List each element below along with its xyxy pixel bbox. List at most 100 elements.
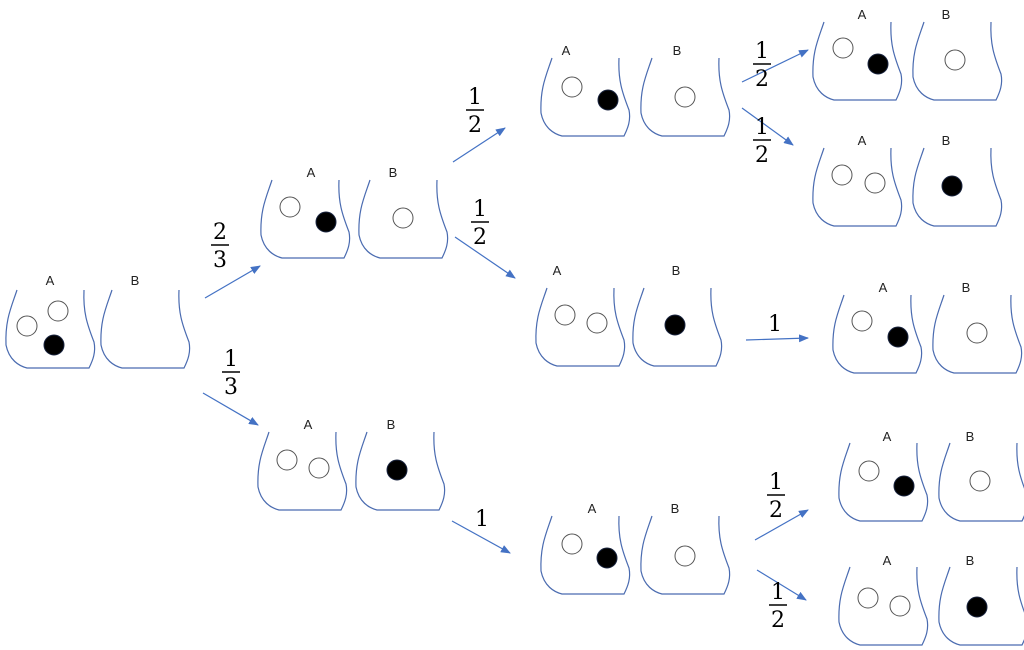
white-ball xyxy=(831,164,853,186)
cup-a: A xyxy=(540,43,631,137)
arrow xyxy=(451,520,511,554)
cup-outline xyxy=(832,294,923,374)
arrow xyxy=(756,569,807,601)
black-ball xyxy=(596,547,618,569)
white-ball xyxy=(47,300,69,322)
white-ball xyxy=(554,304,576,326)
cup-outline xyxy=(540,57,631,137)
cup-label: A xyxy=(588,501,597,516)
arrow xyxy=(452,127,506,163)
probability-denominator: 2 xyxy=(468,113,482,138)
cup-label: B xyxy=(389,165,398,180)
edge-n3-n6: 12 xyxy=(741,39,809,92)
edge-n1-n3: 12 xyxy=(452,85,506,163)
cup-a: A xyxy=(812,7,903,101)
cup-outline xyxy=(912,147,1003,227)
probability-denominator: 2 xyxy=(769,498,783,523)
black-ball xyxy=(315,211,337,233)
cup-b: B xyxy=(358,165,449,259)
cup-outline xyxy=(838,442,929,522)
cup-a: A xyxy=(535,263,626,367)
black-ball xyxy=(867,53,889,75)
cup-outline xyxy=(640,57,731,137)
white-ball xyxy=(586,312,608,334)
cup-outline xyxy=(640,515,731,595)
cup-a: A xyxy=(812,133,903,227)
white-ball xyxy=(864,172,886,194)
cup-label: B xyxy=(673,43,682,58)
edge-n5-n9: 12 xyxy=(754,470,809,541)
white-ball xyxy=(851,310,873,332)
probability-denominator: 3 xyxy=(224,375,238,400)
cup-label: A xyxy=(46,273,55,288)
cup-outline xyxy=(540,515,631,595)
cup-label: A xyxy=(562,43,571,58)
probability-numerator: 1 xyxy=(224,347,238,372)
probability-numerator: 1 xyxy=(468,85,482,110)
cup-a: A xyxy=(5,273,96,369)
cup-a: A xyxy=(838,553,929,646)
cup-a: A xyxy=(540,501,631,595)
cup-label: A xyxy=(307,165,316,180)
cup-label: A xyxy=(879,280,888,295)
cup-label: A xyxy=(304,417,313,432)
black-ball xyxy=(43,334,65,356)
arrow xyxy=(754,509,809,541)
cup-label: B xyxy=(672,263,681,278)
edge-n4-n8: 1 xyxy=(745,312,809,343)
white-ball xyxy=(392,207,414,229)
cup-b: B xyxy=(938,553,1024,646)
white-ball xyxy=(858,460,880,482)
black-ball xyxy=(966,596,988,618)
cup-label: A xyxy=(883,429,892,444)
cup-label: B xyxy=(942,7,951,22)
probability-numerator: 1 xyxy=(755,115,769,140)
cup-outline xyxy=(535,287,626,367)
edge-n3-n7: 12 xyxy=(741,107,794,168)
white-ball xyxy=(279,196,301,218)
cup-b: B xyxy=(640,43,731,137)
arrow xyxy=(741,107,794,146)
probability-denominator: 2 xyxy=(755,143,769,168)
cup-label: B xyxy=(671,501,680,516)
probability-label: 1 xyxy=(768,312,782,337)
cup-b: B xyxy=(932,280,1023,374)
white-ball xyxy=(561,533,583,555)
cup-b: B xyxy=(912,7,1003,101)
cup-label: B xyxy=(131,273,140,288)
probability-numerator: 1 xyxy=(473,197,487,222)
probability-numerator: 1 xyxy=(771,580,785,605)
black-ball xyxy=(887,326,909,348)
edge-n2-n5: 1 xyxy=(451,507,511,554)
white-ball xyxy=(969,470,991,492)
white-ball xyxy=(674,545,696,567)
cup-label: A xyxy=(883,553,892,568)
cup-b: B xyxy=(355,417,446,511)
cup-a: A xyxy=(838,429,929,522)
probability-numerator: 1 xyxy=(769,470,783,495)
cup-label: B xyxy=(966,553,975,568)
cup-a: A xyxy=(832,280,923,374)
probability-denominator: 2 xyxy=(473,225,487,250)
white-ball xyxy=(857,587,879,609)
white-ball xyxy=(889,595,911,617)
probability-denominator: 2 xyxy=(755,67,769,92)
cup-a: A xyxy=(257,417,348,511)
cup-b: B xyxy=(640,501,731,595)
cup-outline xyxy=(257,431,348,511)
probability-label: 1 xyxy=(475,507,489,532)
black-ball xyxy=(941,175,963,197)
cup-a: A xyxy=(260,165,351,259)
cup-outline xyxy=(938,566,1024,646)
cup-b: B xyxy=(912,133,1003,227)
cup-outline xyxy=(358,179,449,259)
probability-numerator: 1 xyxy=(755,39,769,64)
